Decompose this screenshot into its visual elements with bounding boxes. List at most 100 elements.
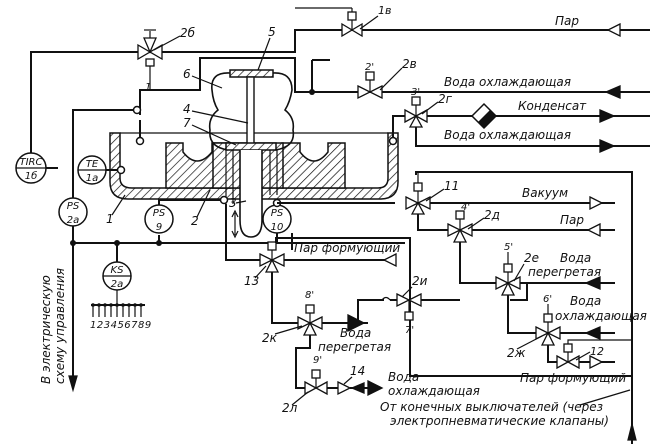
- svg-text:TIRC: TIRC: [20, 157, 43, 168]
- valve-label-2zh: 2ж: [507, 346, 526, 360]
- valve-2g[interactable]: [404, 96, 428, 128]
- svg-text:9: 9: [156, 222, 162, 233]
- arrow-in-steam-mid: [586, 222, 601, 238]
- valve-label-2l: 2л: [282, 401, 298, 415]
- line-label-superheated-water-2e-b: перегретая: [528, 265, 601, 279]
- part-label-7: 7: [183, 116, 191, 130]
- ks-contact-dot: [121, 303, 125, 307]
- svg-text:1б: 1б: [25, 170, 38, 182]
- mold-right: [281, 142, 346, 189]
- valve-label-11: 11: [444, 179, 459, 193]
- instrument-ks-2a[interactable]: KS 2а: [102, 261, 132, 291]
- valve-11[interactable]: [405, 172, 431, 215]
- valve-2v[interactable]: [357, 71, 383, 100]
- actuator-label-1: 1: [145, 82, 151, 93]
- ks-contact-dot: [133, 303, 137, 307]
- pipe-limit-switch: [275, 237, 632, 377]
- line-label-superheated-water-2e-a: Вода: [560, 251, 591, 265]
- ks-contact-dot: [97, 303, 101, 307]
- cylinder: [239, 150, 263, 238]
- ks-contact-dot: [91, 303, 95, 307]
- actuator-label-4: 4': [461, 202, 470, 213]
- valve-label-2k: 2к: [262, 331, 278, 345]
- top-plate: [229, 69, 274, 78]
- line-label-cooling-water-top: Вода охлаждающая: [444, 75, 571, 89]
- arrow-out-cooling-water: [599, 139, 616, 153]
- line-label-cooling-water-2zh-b: охлаждающая: [555, 309, 647, 323]
- arrow-out-cooling-water-14: [367, 379, 384, 397]
- valve-2d[interactable]: [447, 210, 473, 243]
- line-label-superheated-water-2k-b: перегретая: [318, 340, 391, 354]
- valve-label-12: 12: [590, 345, 604, 358]
- check-valve-14[interactable]: [337, 380, 352, 396]
- line-label-steam-mid: Пар: [560, 213, 584, 227]
- valve-12[interactable]: [556, 339, 632, 370]
- valve-label-2d: 2д: [484, 208, 500, 222]
- valve-2zh[interactable]: [535, 304, 561, 346]
- arrow-out-forming-steam: [589, 354, 604, 370]
- line-label-cooling-water-2: Вода охлаждающая: [444, 128, 571, 142]
- valve-label-2b: 2б: [180, 26, 196, 40]
- pipe-steam-outer: [30, 29, 650, 158]
- part-label-6: 6: [183, 67, 191, 81]
- svg-text:2а: 2а: [67, 215, 80, 226]
- label-to-control-b: схему управления: [53, 268, 67, 384]
- label-limit-switches-b: электропневматические клапаны): [390, 414, 609, 428]
- press-assembly: [109, 69, 399, 239]
- label-to-control-a: В электрическую: [39, 275, 53, 384]
- instrument-ps-9[interactable]: PS 9: [144, 204, 174, 234]
- valve-label-1v: 1в: [378, 4, 391, 17]
- line-label-vacuum: Вакуум: [522, 186, 568, 200]
- valve-label-2e: 2е: [524, 251, 539, 265]
- svg-text:PS: PS: [67, 201, 80, 212]
- valve-13[interactable]: [259, 241, 285, 273]
- ks-contact-dot: [139, 303, 143, 307]
- right-piping: 11 Вакуум 4' 2д Пар 5' 2е Вода перегрета…: [405, 171, 647, 444]
- actuator-label-8: 8': [305, 290, 314, 301]
- svg-text:KS: KS: [111, 265, 125, 276]
- ks-contact-dot: [103, 303, 107, 307]
- instrument-ps-10[interactable]: PS 10: [262, 204, 292, 234]
- ks-contact-dot: [127, 303, 131, 307]
- actuator-label-9: 9': [313, 355, 322, 366]
- valve-2i[interactable]: [396, 292, 422, 321]
- label-limit-switches-a: От конечных выключателей (через: [380, 400, 603, 414]
- pipe-cooling-water-out: [415, 127, 650, 147]
- actuator-label-5: 5': [504, 242, 513, 253]
- line-label-cooling-water-14-b: охлаждающая: [388, 384, 480, 398]
- valve-2e[interactable]: [495, 252, 521, 296]
- svg-text:PS: PS: [153, 208, 166, 219]
- instrument-te-1a[interactable]: TE 1а: [77, 155, 107, 185]
- ks-contact-dot: [109, 303, 113, 307]
- instrument-ps-2a[interactable]: PS 2а: [58, 197, 88, 227]
- line-label-forming-steam-12: Пар формующий: [520, 371, 626, 385]
- valve-label-2i: 2и: [412, 274, 428, 288]
- arrow-in-steam: [606, 22, 621, 38]
- svg-text:TE: TE: [86, 159, 99, 170]
- valve-2b[interactable]: [137, 29, 163, 90]
- valve-2l[interactable]: [304, 369, 328, 396]
- part-label-4: 4: [183, 102, 191, 116]
- svg-text:1а: 1а: [86, 173, 99, 184]
- arrow-out-superheated-water: [347, 313, 366, 333]
- instrument-tirc-1b[interactable]: TIRC 1б: [15, 152, 47, 184]
- arrow-from-limit-switches: [627, 423, 637, 441]
- actuator-label-6-2zh: 6': [543, 294, 552, 305]
- valve-2k[interactable]: [297, 304, 323, 336]
- ks-contact-numbers: 123456789: [90, 320, 152, 331]
- line-label-condensate: Конденсат: [518, 99, 587, 113]
- svg-text:10: 10: [271, 222, 284, 233]
- part-labels: 5 6 4 7 1 2 3: [106, 25, 276, 228]
- arrow-in-cooling-water: [604, 85, 621, 99]
- valve-label-2g: 2г: [438, 92, 453, 106]
- part-label-3: 3: [229, 196, 237, 210]
- arrow-in-superheated-water: [584, 276, 601, 290]
- line-label-cooling-water-14-a: Вода: [388, 370, 419, 384]
- valve-1v[interactable]: [295, 7, 363, 38]
- actuator-label-3: 3': [411, 87, 420, 98]
- line-label-cooling-water-2zh-a: Вода: [570, 294, 601, 308]
- line-label-superheated-water-2k-a: Вода: [340, 326, 371, 340]
- arrow-out-condensate: [599, 109, 616, 123]
- valve-label-2v: 2в: [402, 57, 417, 71]
